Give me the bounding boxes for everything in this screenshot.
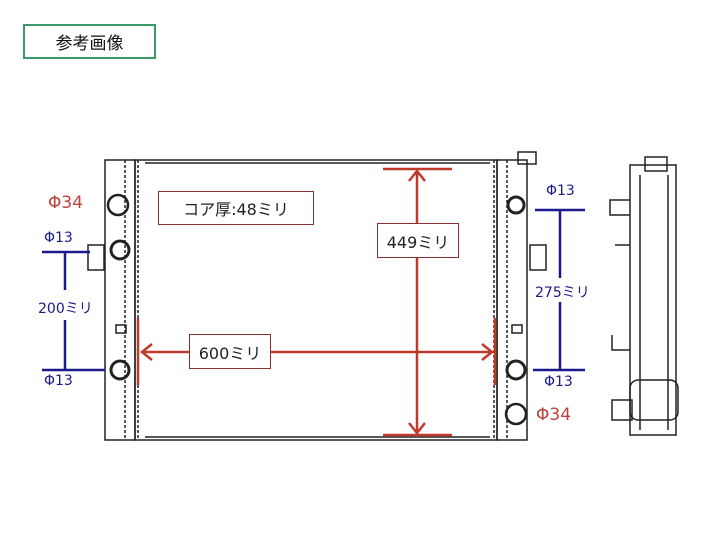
left-large-port-label: Φ34 xyxy=(48,193,84,213)
left-spacing-label: 200ミリ xyxy=(38,301,93,317)
right-port-dimension xyxy=(533,208,585,372)
right-upper-port-label: Φ13 xyxy=(546,183,575,199)
height-dimension-box: 449ミリ xyxy=(377,223,459,258)
right-large-port-label: Φ34 xyxy=(536,405,572,425)
left-port-dimension xyxy=(42,250,105,372)
right-spacing-label: 275ミリ xyxy=(535,285,590,301)
width-dimension-box: 600ミリ xyxy=(189,334,271,369)
left-upper-port-label: Φ13 xyxy=(44,230,73,246)
right-lower-port-label: Φ13 xyxy=(544,374,573,390)
title-box: 参考画像 xyxy=(23,24,156,59)
radiator-core xyxy=(87,151,679,441)
title-label: 参考画像 xyxy=(55,34,124,54)
left-lower-port-label: Φ13 xyxy=(44,373,73,389)
core-thickness-box: コア厚:48ミリ xyxy=(158,191,314,225)
